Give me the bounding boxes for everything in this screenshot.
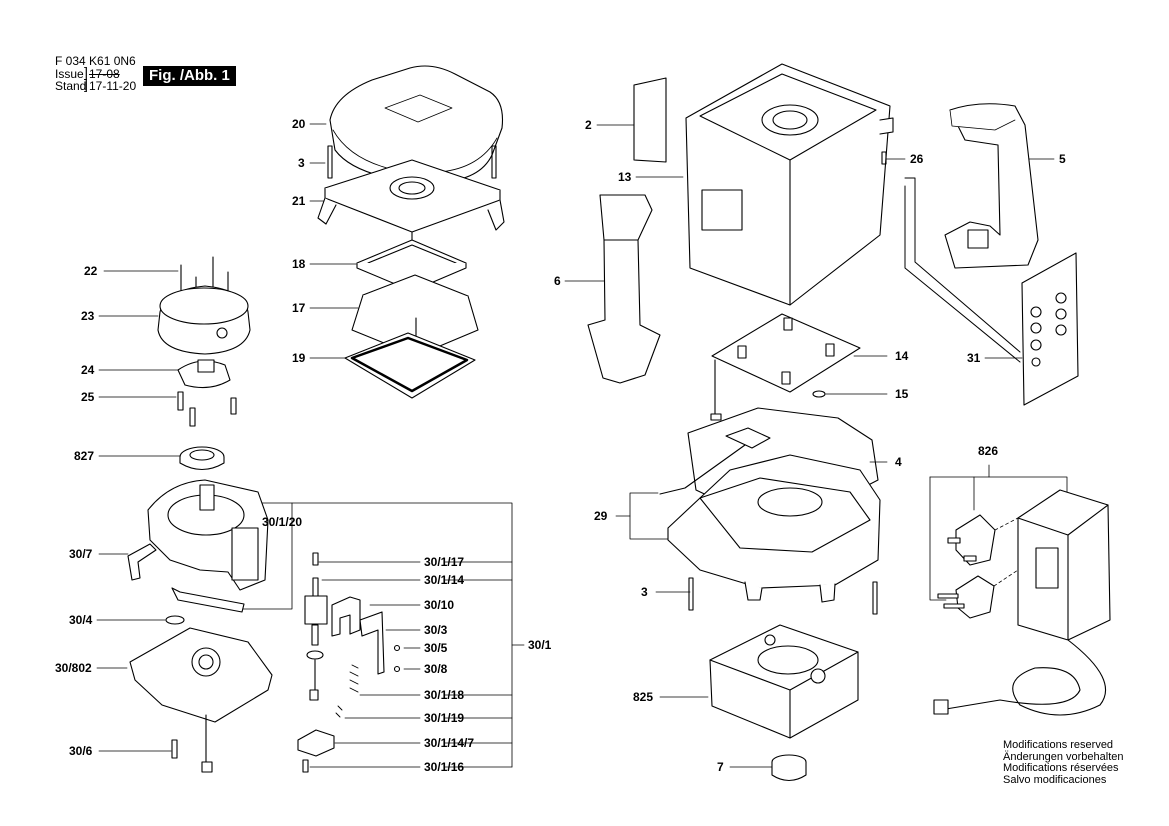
callout-label: 30/1/18 [424,688,465,702]
part-housing-23 [157,285,251,355]
part-bracket-30-7 [127,543,157,581]
part-box-825 [709,624,859,739]
dashed-guides [993,517,1019,587]
callout-label: 15 [895,387,909,401]
callout-label: 18 [292,257,306,271]
callout-label: 30/1/14/7 [424,736,475,750]
part-board-30-802 [129,627,273,773]
callout-label: 21 [292,194,306,208]
callout-label: 30/10 [424,598,455,612]
part-screw-30-6 [171,739,178,759]
callout-label: 825 [633,690,654,704]
part-screw-26 [881,151,887,165]
part-base-29 [667,454,881,603]
callout-label: 30/6 [69,744,93,758]
callout-label: 14 [895,349,909,363]
callout-label: 3 [298,156,305,170]
part-column-6 [587,194,661,384]
callout-label: 3 [641,585,648,599]
callout-label: 30/3 [424,623,448,637]
part-top-cover [329,65,504,183]
part-screws-3-right [688,577,878,615]
callout-label: 7 [717,760,724,774]
part-knob-7 [771,754,807,782]
note-line: Salvo modificaciones [1003,773,1107,786]
callout-label: 30/1/19 [424,711,465,725]
note-line: Modifications réservées [1003,762,1119,774]
callout-label: 26 [910,152,924,166]
callout-label: 29 [594,509,608,523]
leader-lines [96,123,1068,768]
part-plate-31 [1021,252,1079,406]
doc-number: F 034 K61 0N6 [55,54,136,68]
callout-label: 6 [554,274,561,288]
callout-label: 30/1/16 [424,760,465,774]
part-label-2 [633,77,667,163]
stand-label: Stand [55,79,87,93]
issue-label: Issue [55,67,84,81]
modifications-note: Modifications reserved Änderungen vorbeh… [1003,739,1124,786]
callout-label: 30/1/20 [262,515,303,529]
callout-label: 22 [84,264,98,278]
part-housing-13 [685,63,894,306]
part-board-14 [710,313,861,421]
callout-label: 23 [81,309,95,323]
callout-label: 826 [978,444,999,458]
part-screws-3 [327,145,497,179]
callout-label: 30/5 [424,641,448,655]
callout-label: 30/1/14 [424,573,465,587]
callout-label: 17 [292,301,306,315]
stand-value: 17-11-20 [89,79,137,93]
issue-value: 17-08 [89,67,120,81]
part-washer-15 [812,390,826,398]
callout-label: 827 [74,449,95,463]
callout-label: 30/1 [528,638,552,652]
callout-label: 4 [895,455,902,469]
callout-label: 30/7 [69,547,93,561]
part-screws-25 [177,391,237,427]
part-filter [344,332,476,399]
callout-label: 13 [618,170,632,184]
bracket-divider: ] [84,64,88,80]
callout-label: 24 [81,363,95,377]
part-ring-827 [179,446,225,471]
callout-label: 5 [1059,152,1066,166]
callout-label: 31 [967,351,981,365]
part-plug-eu [937,575,995,619]
note-line: Modifications reserved [1003,739,1114,751]
note-line: Änderungen vorbehalten [1003,750,1124,763]
callout-label: 25 [81,390,95,404]
figure-label: Fig. /Abb. 1 [143,66,236,86]
callout-label: 30/8 [424,662,448,676]
callout-label: 2 [585,118,592,132]
part-top-plate [317,159,505,277]
part-motor-assembly [147,479,269,613]
callout-label: 30/802 [55,661,92,675]
part-washer-30-4 [165,615,185,625]
callout-label: 30/4 [69,613,93,627]
callout-label: 30/1/17 [424,555,465,569]
callout-label: 20 [292,117,306,131]
part-plug-uk [947,514,996,566]
part-handle-5 [944,103,1039,269]
part-foam-block [351,274,479,357]
callout-label: 19 [292,351,306,365]
part-mount-24 [177,359,231,389]
part-subassembly-30-1 [297,552,401,773]
part-gasket-4 [659,407,879,515]
bracket-divider: ] [84,76,88,92]
part-cable [904,177,1021,363]
part-charger-826 [933,489,1111,716]
